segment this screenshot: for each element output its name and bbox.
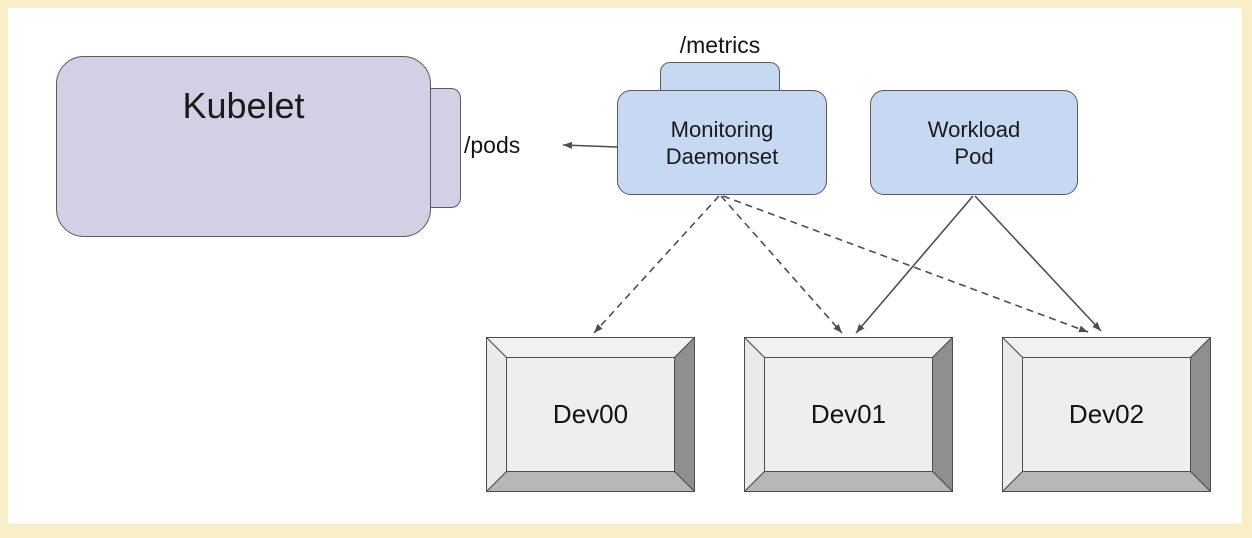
- pods-endpoint-label: /pods: [464, 132, 521, 158]
- edge-monitoring-to-dev01: [720, 195, 843, 334]
- edge-workload-to-dev01: [855, 195, 974, 334]
- device-dev01: Dev01: [744, 337, 953, 492]
- edge-workload-to-dev02: [974, 195, 1102, 332]
- device-label: Dev00: [552, 399, 629, 429]
- monitoring-daemonset-node: Monitoring Daemonset: [617, 90, 827, 195]
- kubelet-label: Kubelet: [182, 85, 305, 126]
- device-label: Dev02: [1068, 399, 1145, 429]
- workload-pod-label-line1: Workload: [927, 116, 1021, 142]
- edge-monitoring-to-dev00: [593, 195, 720, 334]
- device-bevel-graphic: [1002, 337, 1211, 492]
- monitoring-daemonset-label-line2: Daemonset: [665, 143, 779, 169]
- workload-pod-node: Workload Pod: [870, 90, 1078, 195]
- monitoring-daemonset-label-line1: Monitoring: [670, 116, 774, 142]
- metrics-endpoint-label: /metrics: [679, 32, 761, 58]
- device-dev00: Dev00: [486, 337, 695, 492]
- edge-monitoring-to-dev02: [722, 195, 1089, 333]
- edge-monitoring-to-pods: [562, 141, 618, 149]
- device-label: Dev01: [810, 399, 887, 429]
- device-dev02: Dev02: [1002, 337, 1211, 492]
- device-bevel-graphic: [744, 337, 953, 492]
- workload-pod-label-line2: Pod: [954, 143, 994, 169]
- kubelet-node: Kubelet: [56, 56, 431, 237]
- device-bevel-graphic: [486, 337, 695, 492]
